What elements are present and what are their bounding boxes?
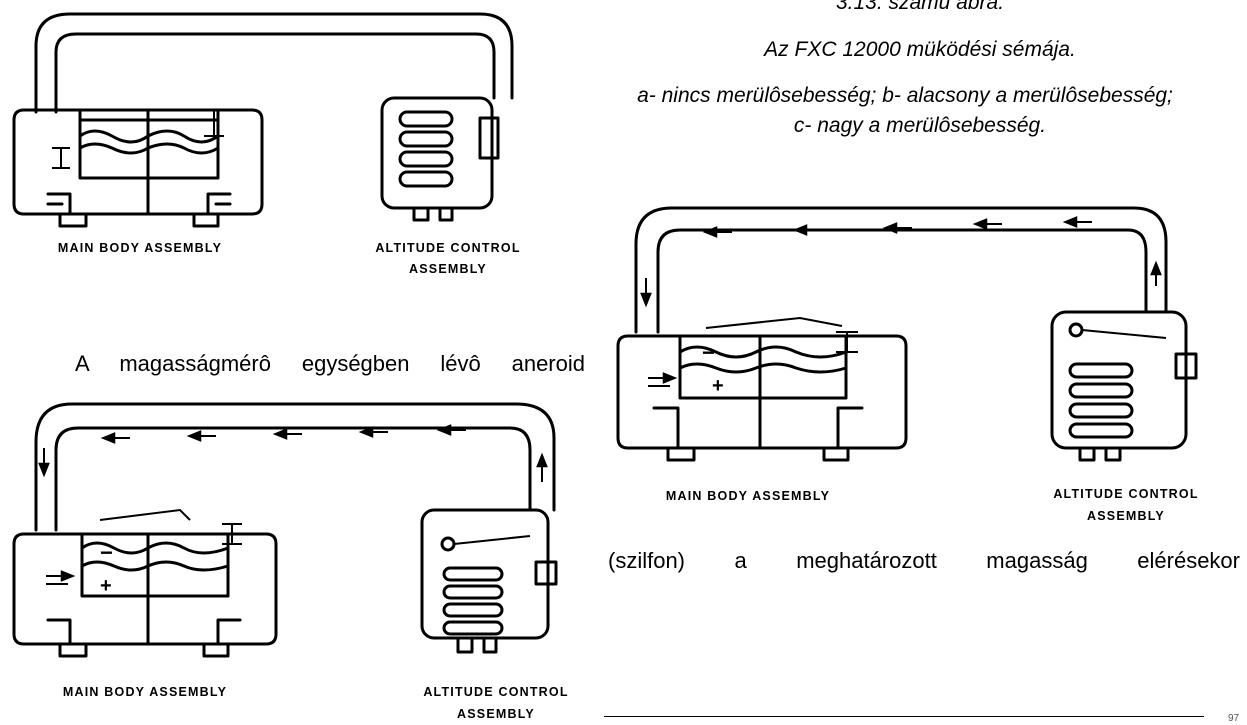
diagram-c: − + (616, 206, 1198, 462)
electrical-contacts (222, 523, 242, 545)
body-text-line-2: (szilfon) a meghatározott magasság eléré… (608, 548, 1240, 573)
main-body-housing: − + (12, 508, 278, 646)
main-body-housing (12, 108, 264, 216)
diagram-a (12, 12, 514, 228)
minus-sign: − (100, 540, 113, 565)
intake-valve-left (46, 618, 88, 658)
altitude-control-label-b-line2: ASSEMBLY (457, 707, 535, 721)
intake-valve-right (822, 406, 864, 462)
flow-arrows (640, 216, 1162, 308)
altitude-control-label-a-line2: ASSEMBLY (409, 262, 487, 276)
minus-sign: − (702, 340, 715, 365)
altitude-control-label-c-line1: ALTITUDE CONTROL (1053, 487, 1199, 501)
figure-legend-line-1: a- nincs merülôsebesség; b- alacsony a m… (637, 84, 1173, 107)
figure-legend-line-2: c- nagy a merülôsebesség. (793, 114, 1047, 137)
plus-sign: + (712, 375, 724, 397)
intake-valve-right (192, 192, 232, 228)
main-body-housing: − + (616, 316, 908, 450)
electrical-contacts (836, 331, 858, 353)
air-duct (34, 402, 556, 532)
body-text-line-1: A magasságmérô egységben lévô aneroid (75, 351, 585, 376)
main-body-label-b: MAIN BODY ASSEMBLY (62, 685, 228, 699)
altitude-control-label-b-line1: ALTITUDE CONTROL (423, 685, 569, 699)
page-number: 97 (1228, 713, 1240, 724)
flow-arrows (38, 424, 548, 482)
plus-sign: + (100, 575, 112, 597)
altitude-control-unit (420, 508, 558, 654)
intake-valve-left (46, 192, 88, 228)
altitude-control-label-a-line1: ALTITUDE CONTROL (375, 241, 521, 255)
footer-rule (604, 716, 1204, 717)
figure-number: 3.13. számú ábra. (835, 0, 1005, 14)
intake-valve-left (652, 406, 696, 462)
altitude-control-label-c-line2: ASSEMBLY (1087, 509, 1165, 523)
main-body-label-a: MAIN BODY ASSEMBLY (57, 241, 223, 255)
electrical-contacts (52, 109, 224, 169)
diagram-b: − + (12, 402, 558, 658)
altitude-control-unit (1050, 310, 1198, 462)
intake-valve-right (202, 618, 242, 658)
figure-title: Az FXC 12000 müködési sémája. (764, 38, 1076, 61)
air-duct (634, 206, 1168, 334)
altitude-control-unit (380, 96, 500, 222)
air-duct (34, 12, 514, 114)
main-body-label-c: MAIN BODY ASSEMBLY (665, 489, 831, 503)
